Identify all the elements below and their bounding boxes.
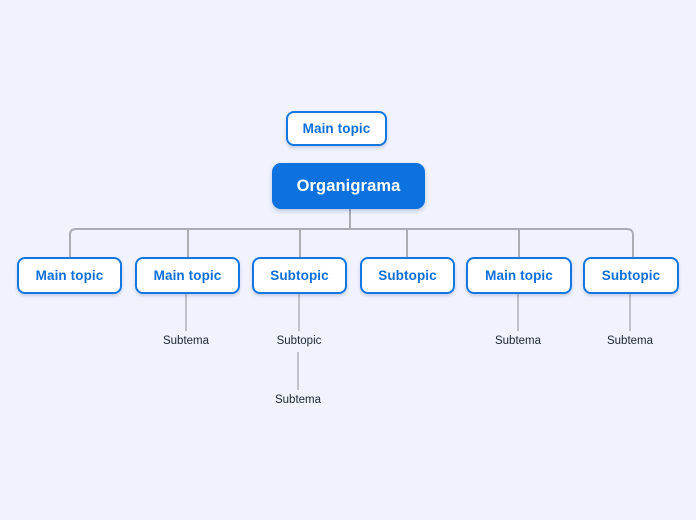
node-branch-6[interactable]: Subtopic: [583, 257, 679, 294]
node-branch-5[interactable]: Main topic: [466, 257, 572, 294]
leaf-branch-6-subtema[interactable]: Subtema: [606, 335, 654, 347]
node-branch-4[interactable]: Subtopic: [360, 257, 455, 294]
node-branch-2[interactable]: Main topic: [135, 257, 240, 294]
leaf-branch-3-subtema[interactable]: Subtema: [274, 394, 322, 406]
node-branch-1[interactable]: Main topic: [17, 257, 122, 294]
node-branch-3[interactable]: Subtopic: [252, 257, 347, 294]
node-root-main-topic[interactable]: Main topic: [286, 111, 387, 146]
node-center-organigrama[interactable]: Organigrama: [272, 163, 425, 209]
leaf-branch-5-subtema[interactable]: Subtema: [494, 335, 542, 347]
connector-bus: [69, 228, 634, 257]
leaf-branch-2-subtema[interactable]: Subtema: [162, 335, 210, 347]
leaf-branch-3-subtopic[interactable]: Subtopic: [276, 335, 322, 347]
